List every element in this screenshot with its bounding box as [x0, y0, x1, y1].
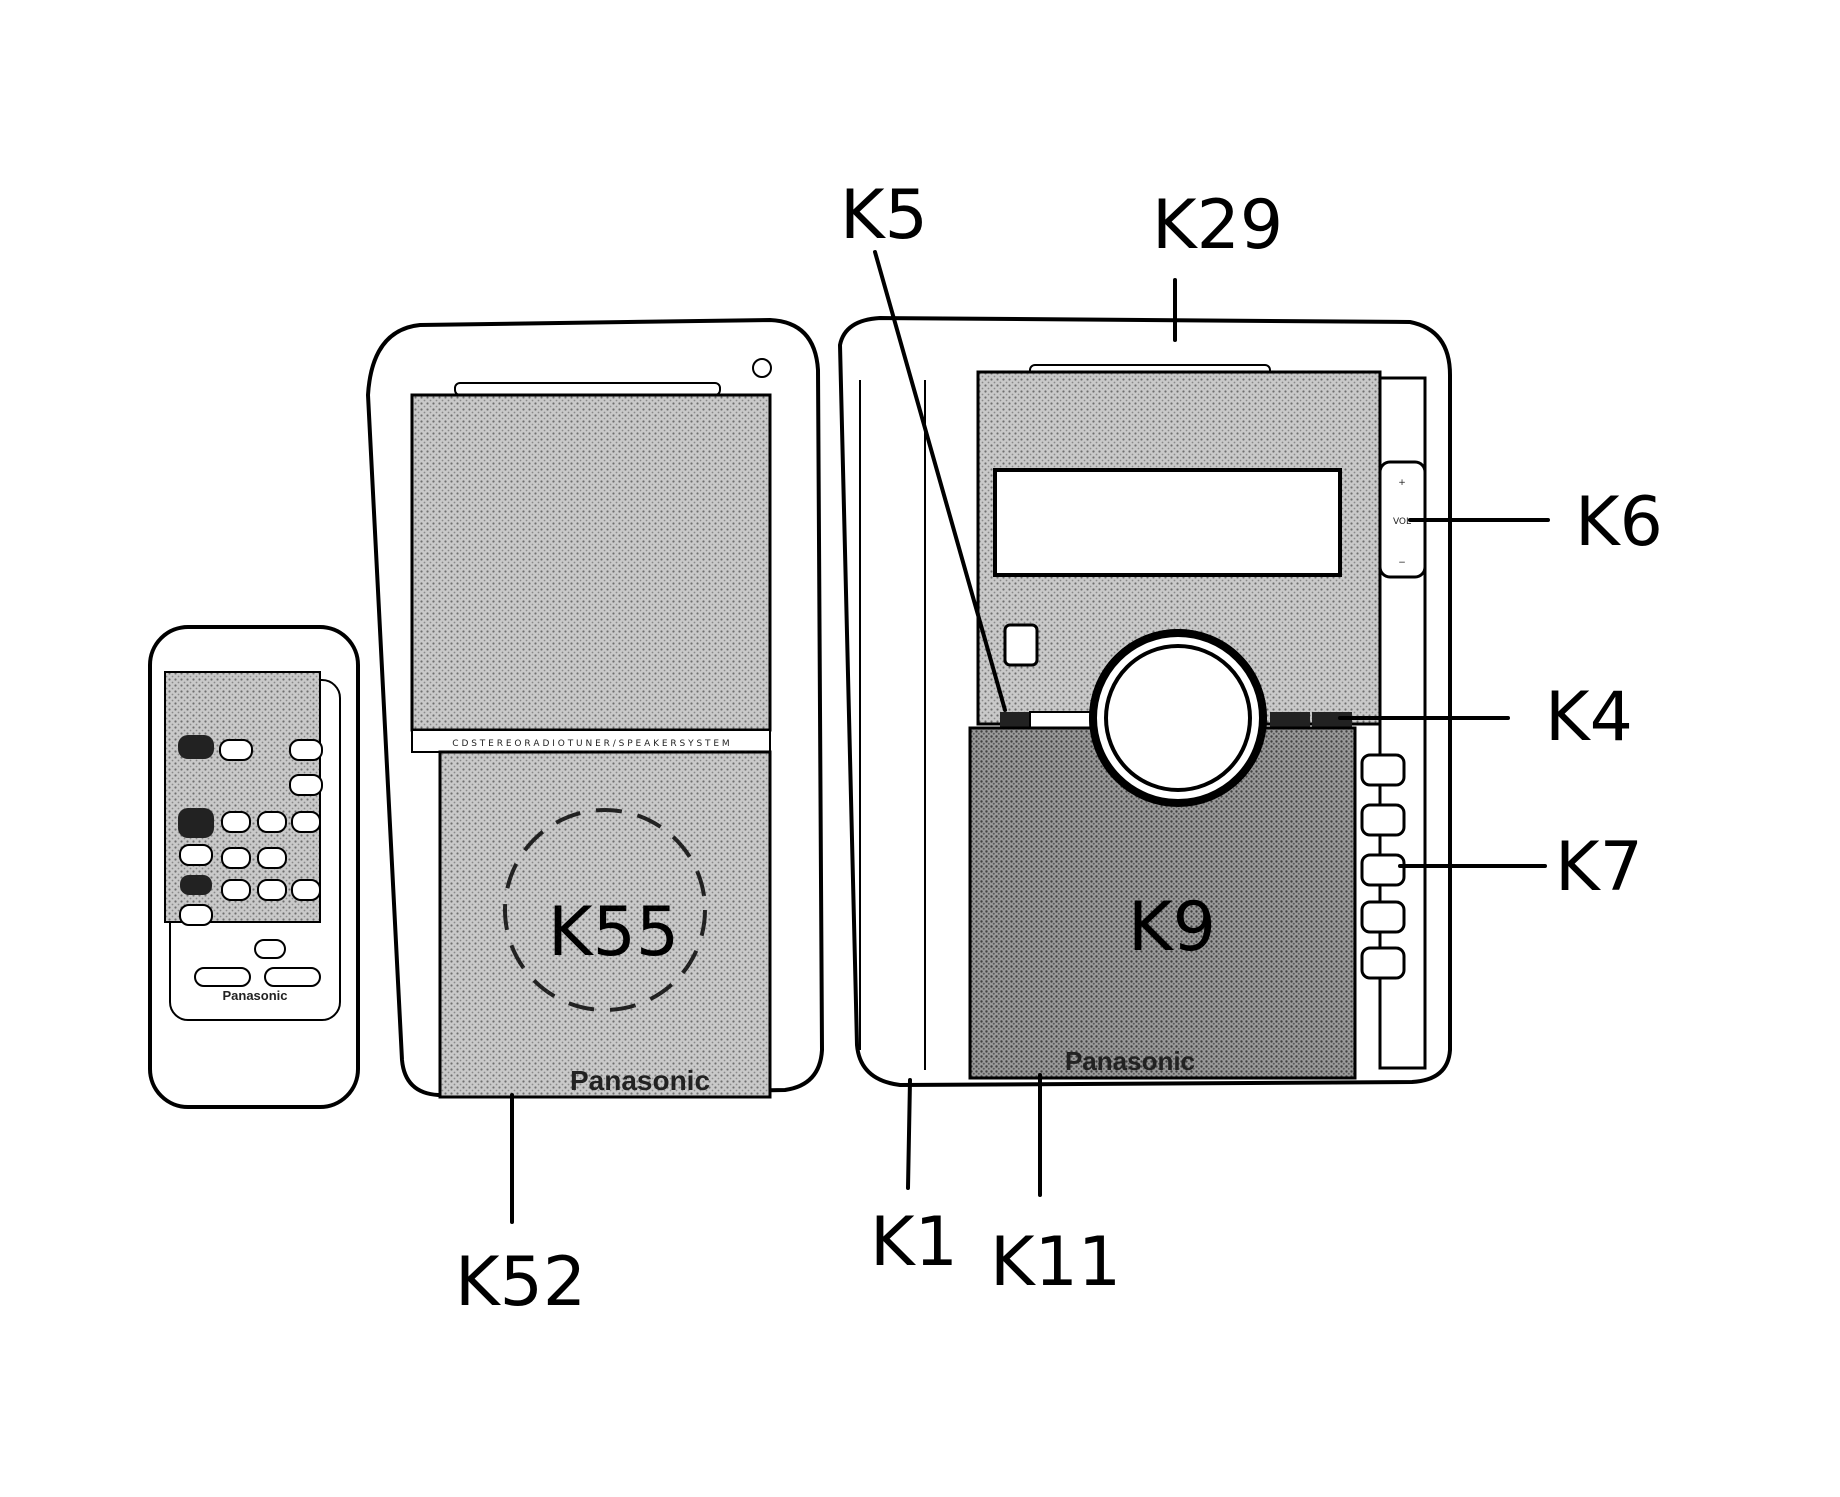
remote-control: Panasonic — [148, 625, 360, 1109]
remote-brand-text: Panasonic — [222, 988, 287, 1003]
remote-buttons — [178, 735, 323, 987]
speaker-unit: C D S T E R E O R A D I O T U N E R / S … — [365, 317, 825, 1099]
callout-k1: K1 — [870, 1203, 958, 1282]
callout-k55: K55 — [548, 893, 679, 972]
leader-lines — [510, 250, 1550, 1224]
callout-k9: K9 — [1128, 888, 1216, 967]
vol-plus-text: + — [1398, 478, 1406, 488]
side-buttons — [1360, 753, 1406, 980]
callout-k7: K7 — [1555, 828, 1643, 907]
callout-k11: K11 — [990, 1223, 1121, 1302]
speaker-brand-text: Panasonic — [570, 1065, 710, 1096]
callout-k5: K5 — [840, 176, 928, 255]
speaker-band-text: C D S T E R E O R A D I O T U N E R / S … — [452, 739, 729, 749]
vol-label-text: VOL — [1393, 517, 1411, 527]
callout-k4: K4 — [1545, 678, 1633, 757]
vol-minus-text: − — [1398, 558, 1406, 568]
main-unit-brand-text: Panasonic — [1065, 1046, 1195, 1076]
callout-k52: K52 — [455, 1243, 586, 1322]
callout-k29: K29 — [1152, 186, 1283, 265]
speaker-woofer — [503, 808, 707, 1012]
main-unit: Panasonic + VOL − K9 — [837, 315, 1452, 1088]
display-window — [993, 468, 1342, 577]
callouts: K5 K29 K6 K4 K7 K52 K1 K11 — [455, 176, 1663, 1322]
callout-k6: K6 — [1575, 483, 1663, 562]
